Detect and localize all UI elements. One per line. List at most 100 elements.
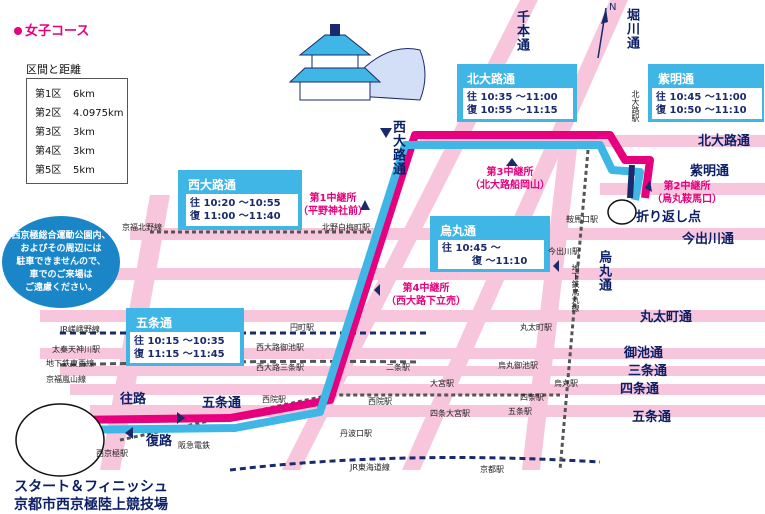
distance-row: 第4区 3km <box>35 142 95 157</box>
station-imadegawa: 今出川駅 <box>548 247 580 256</box>
road-label-shijo: 四条通 <box>620 382 660 397</box>
road-label-horikawa: 堀川通 <box>624 8 639 50</box>
station-nijo: 二条駅 <box>386 363 410 372</box>
return-time: 10:50 ～11:10 <box>669 105 747 116</box>
station-nishioji-oike: 西大路御池駅 <box>256 343 304 352</box>
notice-line: ご遠慮ください。 <box>24 283 97 293</box>
notice-line: 車でのご来場は <box>29 270 93 280</box>
line-keifuku-arashiyama: 京福嵐山線 <box>46 375 86 384</box>
return-label: 復 <box>134 349 144 360</box>
line-hankyu: 阪急電鉄 <box>178 441 210 450</box>
start-finish-label: スタート＆フィニッシュ 京都市西京極陸上競技場 <box>14 478 168 514</box>
kinkakuji-illustration <box>288 24 426 101</box>
callout-times: 往 10:20 ～10:55 復 11:00 ～11:40 <box>186 194 298 226</box>
road-label-gojo-east: 五条通 <box>632 410 672 425</box>
notice-line: 駐車できませんので、 <box>16 257 106 267</box>
return-label: 復 <box>190 211 200 222</box>
arrow-left-icon-2 <box>374 284 380 296</box>
road-label-marutamachi: 丸太町通 <box>640 310 693 325</box>
outbound-label: 往 <box>442 243 452 254</box>
relay-point-1: 第1中継所（平野神社前） <box>298 192 368 218</box>
station-shijo: 四条駅 <box>520 393 544 402</box>
route-dark-segment <box>627 164 635 199</box>
callout-title: 烏丸通 <box>440 224 477 238</box>
stadium-icon <box>15 403 105 477</box>
north-label: N <box>609 2 617 13</box>
road-sanjo-band <box>60 366 765 376</box>
section-distance: 3km <box>73 146 95 157</box>
return-time: 11:00 ～11:40 <box>203 211 281 222</box>
road-extra-band <box>70 268 765 280</box>
start-finish-venue: 京都市西京極陸上競技場 <box>14 497 168 513</box>
callout-title: 西大路通 <box>188 178 237 192</box>
section-label: 第2区 <box>35 108 62 119</box>
arrow-down-icon <box>380 128 392 138</box>
arrow-left-icon-4 <box>125 427 133 439</box>
start-finish-line: スタート＆フィニッシュ <box>14 479 168 495</box>
course-title-text: 女子コース <box>25 24 90 39</box>
relay-point-4: 第4中継所（西大路下立売） <box>386 282 466 308</box>
relay-place: （平野神社前） <box>298 206 368 217</box>
road-label-nishioji: 西大路通 <box>390 120 405 176</box>
callout-times: 往 10:15 ～10:35 復 11:15 ～11:45 <box>130 332 240 363</box>
station-kitaoji: 北大路駅 <box>631 90 640 122</box>
callout-title: 紫明通 <box>658 72 695 86</box>
outbound-time: 10:35 ～11:00 <box>480 92 558 103</box>
north-arrow-icon <box>597 7 608 59</box>
station-enmachi: 円町駅 <box>290 323 314 332</box>
section-distance: 5km <box>73 165 95 176</box>
station-karasuma: 烏丸駅 <box>554 379 578 388</box>
station-tambaguchi: 丹波口駅 <box>340 429 372 438</box>
line-tozai: 地下鉄東西線 <box>46 359 94 368</box>
course-route <box>64 131 654 434</box>
outbound-time: 10:45 ～11:00 <box>669 92 747 103</box>
relay-name: 第2中継所 <box>663 181 711 192</box>
road-label-kitaoji: 北大路通 <box>698 134 751 149</box>
road-shijo-band <box>70 384 765 395</box>
road-oike-band <box>40 348 765 359</box>
road-label-karasuma: 烏丸通 <box>596 250 611 292</box>
return-label: 復 <box>472 256 482 267</box>
return-time: 10:55 ～11:15 <box>480 105 558 116</box>
outbound-time: 10:20 ～10:55 <box>203 198 281 209</box>
line-jr-sagano: JR嵯峨野線 <box>60 325 100 334</box>
relay-name: 第3中継所 <box>486 167 534 178</box>
callout-title: 五条通 <box>136 316 173 330</box>
callout-nishioji: 西大路通 往 10:20 ～10:55 復 11:00 ～11:40 <box>178 170 302 230</box>
notice-line: およびその周辺には <box>20 244 102 254</box>
road-label-oike: 御池通 <box>624 346 664 361</box>
road-label-outbound: 往路 <box>120 392 147 407</box>
line-karasuma-subway: 地下鉄烏丸線 <box>571 264 580 312</box>
callout-times: 往 10:45 ～11:00 復 10:50 ～11:10 <box>652 88 762 119</box>
callout-kitaoji: 北大路通 往 10:35 ～11:00 復 10:55 ～11:15 <box>457 64 577 122</box>
station-nishikyogoku: 西京極駅 <box>96 449 128 458</box>
callout-title: 北大路通 <box>467 72 516 86</box>
station-saiin: 西院駅 <box>368 397 392 406</box>
callout-karasuma: 烏丸通 往 10:45 ～ 復 ～11:10 <box>430 216 550 272</box>
road-karasuma <box>522 140 578 470</box>
arrow-left-icon-3 <box>553 260 559 272</box>
line-jr-tokaido: JR東海道線 <box>350 463 390 472</box>
section-label: 第4区 <box>35 146 62 157</box>
turnaround-icon <box>607 199 637 225</box>
section-label: 第3区 <box>35 127 62 138</box>
road-label-imadegawa: 今出川通 <box>682 232 735 247</box>
section-distance: 6km <box>73 89 95 100</box>
rail-tozai <box>59 359 421 367</box>
arrow-right-icon <box>177 412 185 424</box>
callout-shimei: 紫明通 往 10:45 ～11:00 復 10:50 ～11:10 <box>648 64 764 122</box>
outbound-label: 往 <box>656 92 666 103</box>
road-label-shimei: 紫明通 <box>690 164 730 179</box>
station-nishioji-sanjo: 西大路三条駅 <box>256 363 304 372</box>
station-karasuma-oike: 烏丸御池駅 <box>498 361 538 370</box>
road-label-sanjo: 三条通 <box>628 364 668 379</box>
outbound-time: 10:45 ～ <box>455 243 501 254</box>
arrow-left-icon <box>645 180 652 192</box>
route-outbound <box>64 131 654 424</box>
outbound-label: 往 <box>134 336 144 347</box>
arrow-up-icon-2 <box>506 158 518 166</box>
outbound-time: 10:15 ～10:35 <box>147 336 225 347</box>
